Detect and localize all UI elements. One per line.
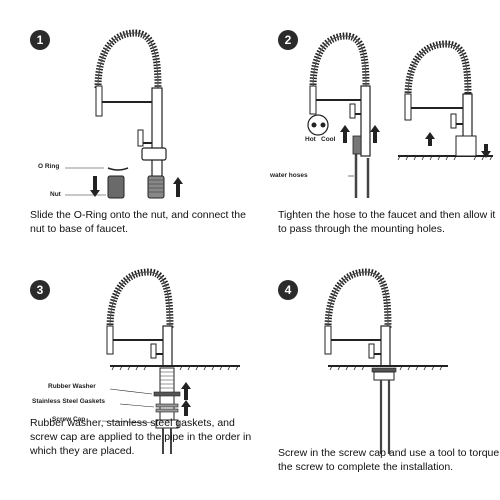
step-4-illustration — [324, 268, 448, 454]
cool-label: Cool — [321, 136, 336, 143]
screw-cap-label: Screw Cap — [52, 416, 86, 423]
step-2-illustration — [307, 32, 493, 198]
rubber-washer-label: Rubber Washer — [48, 383, 96, 390]
water-hoses-label: water hoses — [270, 172, 308, 179]
nut-label: Nut — [50, 191, 61, 198]
hot-label: Hot — [305, 136, 316, 143]
step-3-caption: Rubber washer, stainless steel gaskets, … — [30, 417, 252, 457]
step-3-illustration — [101, 268, 240, 454]
step-number-badge: 3 — [30, 280, 50, 300]
step-1-caption: Slide the O-Ring onto the nut, and conne… — [30, 209, 246, 235]
o-ring-label: O Ring — [38, 163, 60, 170]
stainless-steel-gaskets-label: Stainless Steel Gaskets — [32, 398, 105, 405]
step-number-badge: 2 — [278, 30, 298, 50]
step-1-panel: 1 O Ring Nut Slide the O-Ring onto the n… — [10, 8, 250, 248]
step-1-illustration — [65, 29, 183, 199]
step-3-panel: 3 Rubber Washer Stainless Steel Gaskets … — [10, 258, 251, 498]
step-2-panel: 2 Hot Cool water hoses — [258, 8, 498, 248]
step-2-caption: Tighten the hose to the faucet and then … — [278, 209, 496, 235]
step-4-panel: 4 Screw in the screw cap and use a tool … — [258, 258, 500, 498]
step-4-caption: Screw in the screw cap and use a tool to… — [278, 447, 500, 473]
step-number-badge: 4 — [278, 280, 298, 300]
step-number-badge: 1 — [30, 30, 50, 50]
